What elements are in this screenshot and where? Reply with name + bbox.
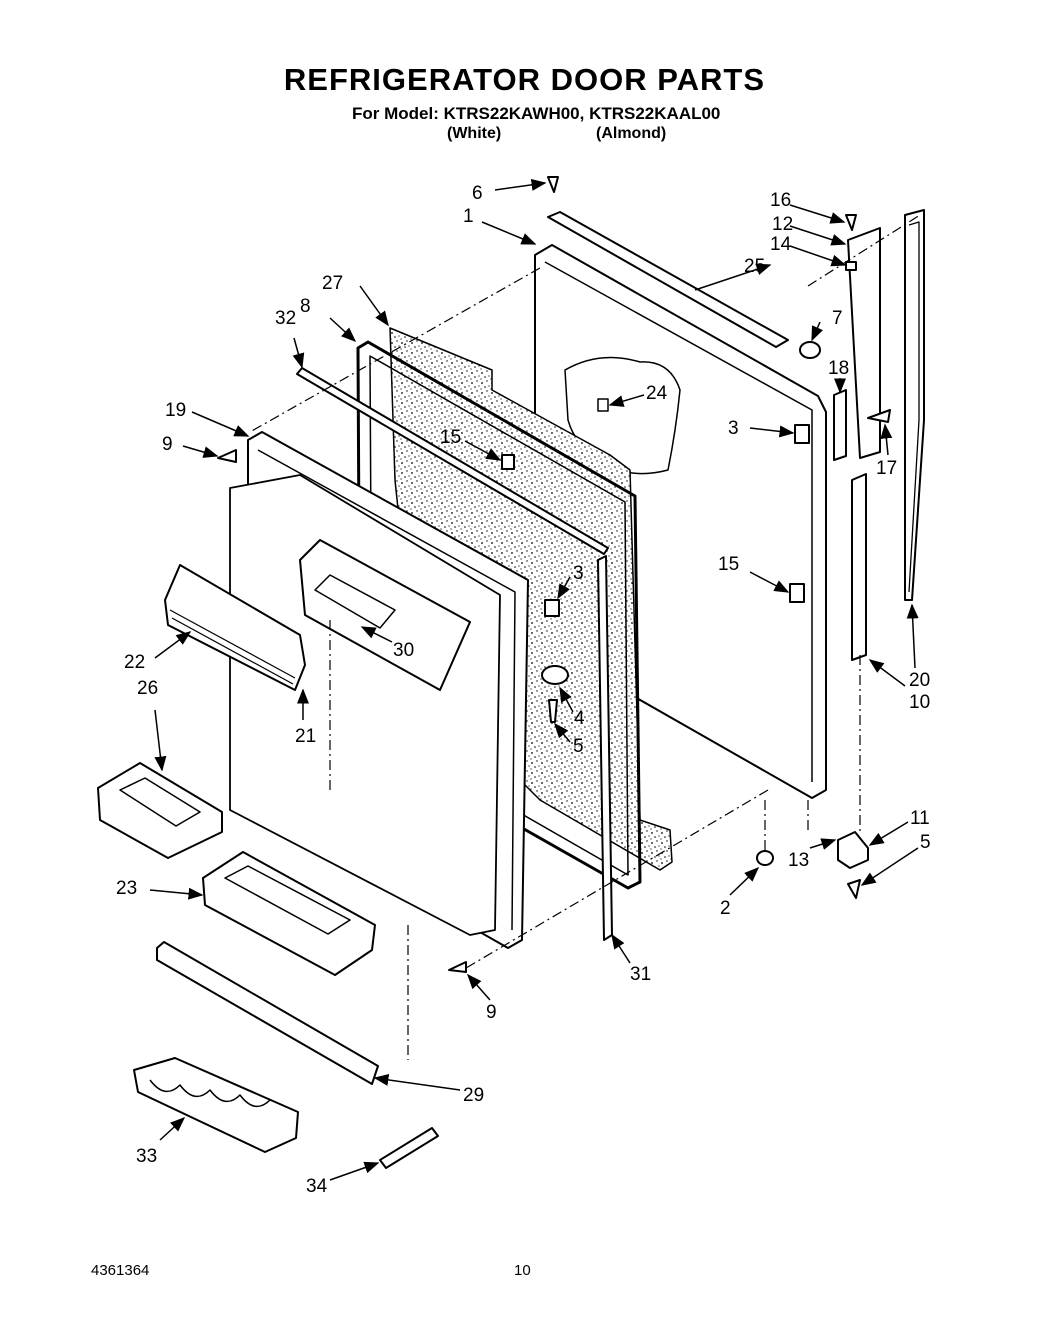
callout-23: 23	[116, 878, 137, 899]
callout-15-upper: 15	[440, 427, 461, 448]
page-title: REFRIGERATOR DOOR PARTS	[283, 62, 766, 97]
screw-6	[547, 176, 559, 193]
callout-13: 13	[788, 850, 809, 871]
bracket-15-upper	[501, 454, 515, 470]
callout-10: 10	[909, 692, 930, 713]
screw-5-center	[548, 699, 558, 723]
hinge-spacer-10	[851, 473, 867, 661]
screw-9-upper	[217, 449, 237, 463]
color-white-label: (White)	[447, 125, 502, 142]
screw-5-lower	[847, 879, 861, 899]
callout-9-upper: 9	[162, 434, 173, 455]
washer-14	[845, 261, 857, 271]
callout-30: 30	[393, 640, 414, 661]
callout-19: 19	[165, 400, 186, 421]
callout-25: 25	[744, 256, 765, 277]
callout-6: 6	[472, 183, 483, 204]
callout-5-right: 5	[920, 832, 931, 853]
callout-3-right: 3	[728, 418, 739, 439]
callout-16: 16	[770, 190, 791, 211]
top-hinge-12	[847, 227, 881, 459]
callout-3-center: 3	[573, 563, 584, 584]
callout-20: 20	[909, 670, 930, 691]
screw-16	[845, 214, 857, 231]
color-almond-label: (Almond)	[596, 125, 667, 142]
door-shelf-22	[164, 564, 306, 691]
egg-tray	[133, 1057, 299, 1153]
callout-31: 31	[630, 964, 651, 985]
liner-inner-wall	[229, 474, 501, 936]
screw-17	[867, 409, 891, 423]
callout-5-center: 5	[573, 736, 584, 757]
callout-7: 7	[832, 308, 843, 329]
callout-29: 29	[463, 1085, 484, 1106]
callout-18: 18	[828, 358, 849, 379]
breaker-strip	[296, 367, 609, 555]
page-number: 10	[514, 1262, 531, 1279]
callout-11: 11	[910, 808, 930, 829]
screw-9-lower	[448, 961, 467, 973]
washer-4	[541, 665, 569, 685]
plug-7	[799, 341, 821, 359]
top-trim	[547, 211, 789, 348]
callout-14: 14	[770, 234, 792, 255]
callout-21: 21	[295, 726, 316, 747]
callout-32: 32	[275, 308, 296, 329]
callout-1: 1	[463, 206, 474, 227]
callout-24: 24	[646, 383, 668, 404]
callout-27: 27	[322, 273, 343, 294]
document-number: 4361364	[91, 1262, 150, 1279]
door-bin-26	[97, 762, 223, 859]
callout-12: 12	[772, 214, 793, 235]
bracket-3-right	[794, 424, 810, 444]
bracket-15-lower	[789, 583, 805, 603]
callout-8: 8	[300, 296, 311, 317]
bottom-hinge-11	[837, 831, 869, 869]
clip-34	[379, 1127, 439, 1169]
dispenser-housing	[299, 539, 471, 691]
callout-2: 2	[720, 898, 731, 919]
door-stop-20	[904, 209, 925, 601]
callout-17: 17	[876, 458, 897, 479]
callout-9-lower: 9	[486, 1002, 497, 1023]
hinge-pin-2	[756, 850, 774, 866]
callout-4: 4	[574, 708, 585, 729]
callout-34: 34	[306, 1176, 328, 1197]
callout-26: 26	[137, 678, 158, 699]
model-line: For Model: KTRS22KAWH00, KTRS22KAAL00	[352, 104, 721, 123]
callout-22: 22	[124, 652, 145, 673]
callout-33: 33	[136, 1146, 157, 1167]
hinge-plate-18	[833, 389, 847, 461]
callout-15-lower: 15	[718, 554, 739, 575]
bracket-3-center	[544, 599, 560, 617]
